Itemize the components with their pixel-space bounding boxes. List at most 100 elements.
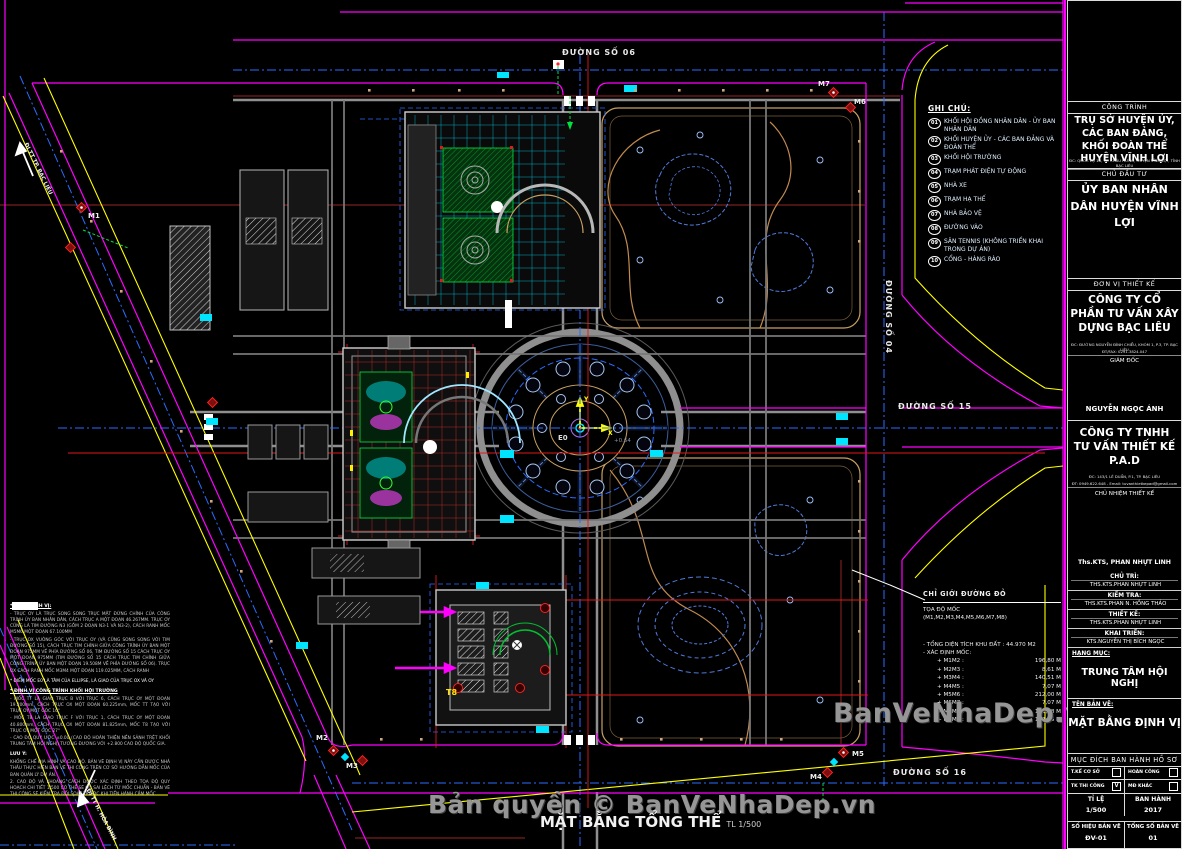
note-paragraph: - MỐC T8 LÀ GIAO TRỤC F VỚI TRỤC 1, CÁCH… bbox=[10, 716, 170, 734]
tb-check-cell: HOÀN CÔNG bbox=[1125, 766, 1181, 779]
note-paragraph: - TRỤC OY LÀ TRỤC SONG SONG TRỤC MẶT ĐỨN… bbox=[10, 611, 170, 636]
segment-row: + M2M3 :8,61 M bbox=[937, 666, 1061, 673]
legend-text: TRẠM HẠ THẾ bbox=[944, 196, 986, 203]
tb-company1-addr2: ĐT/FAX: 0291.3824.047 bbox=[1068, 349, 1181, 356]
park-north bbox=[601, 107, 861, 329]
tb-role-row: KHAI TRIỂN:KTS.NGUYỄN THỊ BÍCH NGỌC bbox=[1068, 630, 1181, 648]
tb-tenbanve-label: TÊN BẢN VẼ: bbox=[1068, 698, 1181, 708]
legend-num-icon: 05 bbox=[928, 182, 941, 193]
road-label-06: ĐƯỜNG SỐ 06 bbox=[562, 48, 636, 57]
title-block: CÔNG TRÌNH TRỤ SỞ HUYỆN ỦY, CÁC BAN ĐẢNG… bbox=[1067, 0, 1182, 849]
note-paragraph: * ĐIỂM MỐC E0 LÀ TÂM CỦA ELLIPSE, LÀ GIA… bbox=[10, 678, 154, 684]
leader-line bbox=[851, 569, 926, 601]
tb-company1: CÔNG TY CỔ PHẦN TƯ VẤN XÂY DỰNG BẠC LIÊU bbox=[1070, 294, 1179, 335]
legend-num-icon: 07 bbox=[928, 210, 941, 221]
checkbox-icon bbox=[1112, 768, 1121, 777]
tb-giamdoc: NGUYỄN NGỌC ÁNH bbox=[1085, 405, 1164, 413]
segment-row: + M7M8 :145,98 M bbox=[937, 708, 1061, 715]
legend-text: TRẠM PHÁT ĐIỆN TỰ ĐỘNG bbox=[944, 168, 1027, 175]
segment-row: + M3M4 :140,51 M bbox=[937, 675, 1061, 682]
magenta-lines bbox=[0, 0, 1064, 849]
direction-arrows bbox=[14, 141, 96, 808]
marker-label-m5: M5 bbox=[852, 750, 864, 758]
legend-text: CỔNG - HÀNG RÀO bbox=[944, 256, 1001, 263]
tb-scale-cell: TỈ LỆ 1/500 bbox=[1068, 794, 1125, 816]
tb-sheetno-cell: SỐ HIỆU BẢN VẼ ĐV-01 bbox=[1068, 822, 1125, 848]
note-paragraph: 2. CAO ĐỘ VÀ KHOẢNG CÁCH ĐƯỢC XÁC ĐỊNH T… bbox=[10, 779, 170, 798]
legend-num-icon: 08 bbox=[928, 224, 941, 235]
axis-y-label: Y bbox=[584, 396, 589, 403]
level-label: +0.64 bbox=[614, 438, 631, 444]
caption-title: MẶT BẰNG TỔNG THỂ bbox=[540, 813, 722, 831]
yellow-lines bbox=[0, 44, 1064, 849]
street-dots bbox=[60, 89, 861, 741]
legend-text: ĐƯỜNG VÀO bbox=[944, 224, 983, 231]
building-hoi-truong bbox=[395, 589, 567, 726]
left-blocks bbox=[169, 169, 421, 625]
legend-num-icon: 03 bbox=[928, 154, 941, 165]
road-label-04: ĐƯỜNG SỐ 04 bbox=[884, 280, 893, 354]
tb-issue-cell: BAN HÀNH 2017 bbox=[1134, 796, 1172, 814]
tb-company2-addr2: ĐT: 0949.622.648 - Email: tuvanthietkepa… bbox=[1068, 481, 1181, 488]
crosswalks bbox=[204, 96, 595, 745]
legend-text: KHỐI HỘI ĐỒNG NHÂN DÂN - ỦY BAN NHÂN DÂN bbox=[944, 118, 1056, 133]
road-label-16: ĐƯỜNG SỐ 16 bbox=[893, 768, 967, 777]
marker-label-m1: M1 bbox=[88, 212, 100, 220]
red-line-note: CHỈ GIỚI ĐƯỜNG ĐỎ TỌA ĐỘ MỐC (M1,M2,M3,M… bbox=[923, 590, 1061, 725]
legend-text: NHÀ BẢO VỆ bbox=[944, 210, 982, 217]
legend-num-icon: 02 bbox=[928, 136, 941, 147]
checkbox-icon bbox=[1169, 782, 1178, 791]
marker-label-m6: M6 bbox=[854, 98, 866, 106]
park-south bbox=[601, 457, 861, 747]
tb-mucdich: MỤC ĐÍCH BAN HÀNH HỒ SƠ bbox=[1068, 753, 1181, 767]
tb-company1-addr1: ĐC: ĐƯỜNG NGUYỄN ĐÌNH CHIỂU, KHÓM 1, P.3… bbox=[1071, 342, 1178, 352]
legend-num-icon: 04 bbox=[928, 168, 941, 179]
segment-row: + M4M5 :7,07 M bbox=[937, 683, 1061, 690]
tb-chunhiem: Ths.KTS, PHAN NHỰT LINH bbox=[1078, 559, 1171, 566]
red-line-sub: - XÁC ĐỊNH MỐC: bbox=[923, 650, 972, 657]
legend-text: SÂN TENNIS (KHÔNG TRIỂN KHAI TRONG DỰ ÁN… bbox=[944, 238, 1044, 253]
tb-chudautu: ỦY BAN NHÂN DÂN HUYỆN VĨNH LỢI bbox=[1070, 183, 1179, 229]
tb-check-row: T.KẾ CƠ SỞ HOÀN CÔNG bbox=[1068, 766, 1181, 779]
tb-donvi-label: ĐƠN VỊ THIẾT KẾ bbox=[1068, 278, 1181, 291]
segment-row: + M5M6 :212,00 M bbox=[937, 692, 1061, 699]
hydrant-markers bbox=[453, 603, 550, 693]
legend-num-icon: 09 bbox=[928, 238, 941, 249]
road-label-15: ĐƯỜNG SỐ 15 bbox=[898, 402, 972, 411]
tb-total-cell: TỔNG SỐ BẢN VẼ 01 bbox=[1127, 824, 1179, 842]
segment-row: + M8M1 :103,45 M bbox=[937, 717, 1061, 724]
building-huyen-uy bbox=[342, 335, 521, 556]
tb-check-cell: MĐ KHÁC bbox=[1125, 780, 1181, 793]
sheet-caption: MẶT BẰNG TỔNG THỂ TL 1/500 bbox=[540, 812, 761, 831]
tb-scale-row: TỈ LỆ 1/500 BAN HÀNH 2017 bbox=[1068, 793, 1181, 816]
boundary-markers bbox=[64, 60, 857, 779]
tb-role-row: KIỂM TRA:THS.KTS.PHAN N. HỒNG THẢO bbox=[1068, 592, 1181, 610]
marker-label-m7: M7 bbox=[818, 80, 830, 88]
tb-hangmuc-label: HẠNG MỤC: bbox=[1072, 651, 1111, 657]
tb-role-row: CHỦ TRÌ:THS.KTS.PHAN NHỰT LINH bbox=[1068, 573, 1181, 591]
origin-label: E0 bbox=[558, 434, 568, 442]
marker-label-m2: M2 bbox=[316, 734, 328, 742]
legend-num-icon: 10 bbox=[928, 256, 941, 267]
note-heading: * TRỤC ĐỊNH VỊ: bbox=[10, 604, 52, 609]
tb-check-cell: T.KẾ CƠ SỞ bbox=[1068, 766, 1125, 779]
tb-congtrinh-label: CÔNG TRÌNH bbox=[1068, 101, 1181, 114]
note-paragraph: KHỐNG CHẾ ĐỊA HÌNH VÀ CAO ĐỘ. BẢN VẼ ĐỊN… bbox=[10, 760, 170, 778]
note-heading: LƯU Ý: bbox=[10, 752, 27, 758]
legend-num-icon: 01 bbox=[928, 118, 941, 129]
note-paragraph: - TRỤC OX VUÔNG GÓC VỚI TRỤC OY (VÀ CŨNG… bbox=[10, 637, 170, 674]
note-heading: * ĐỊNH VỊ CÔNG TRÌNH KHỐI HỘI TRƯỜNG bbox=[10, 689, 118, 695]
tb-company2: CÔNG TY TNHH TƯ VẤN THIẾT KẾ P.A.D bbox=[1068, 420, 1181, 472]
building-hdnd-ubnd bbox=[404, 111, 601, 309]
cyan-tags bbox=[200, 72, 848, 733]
red-line-sub: TỌA ĐỘ MỐC bbox=[923, 606, 961, 613]
